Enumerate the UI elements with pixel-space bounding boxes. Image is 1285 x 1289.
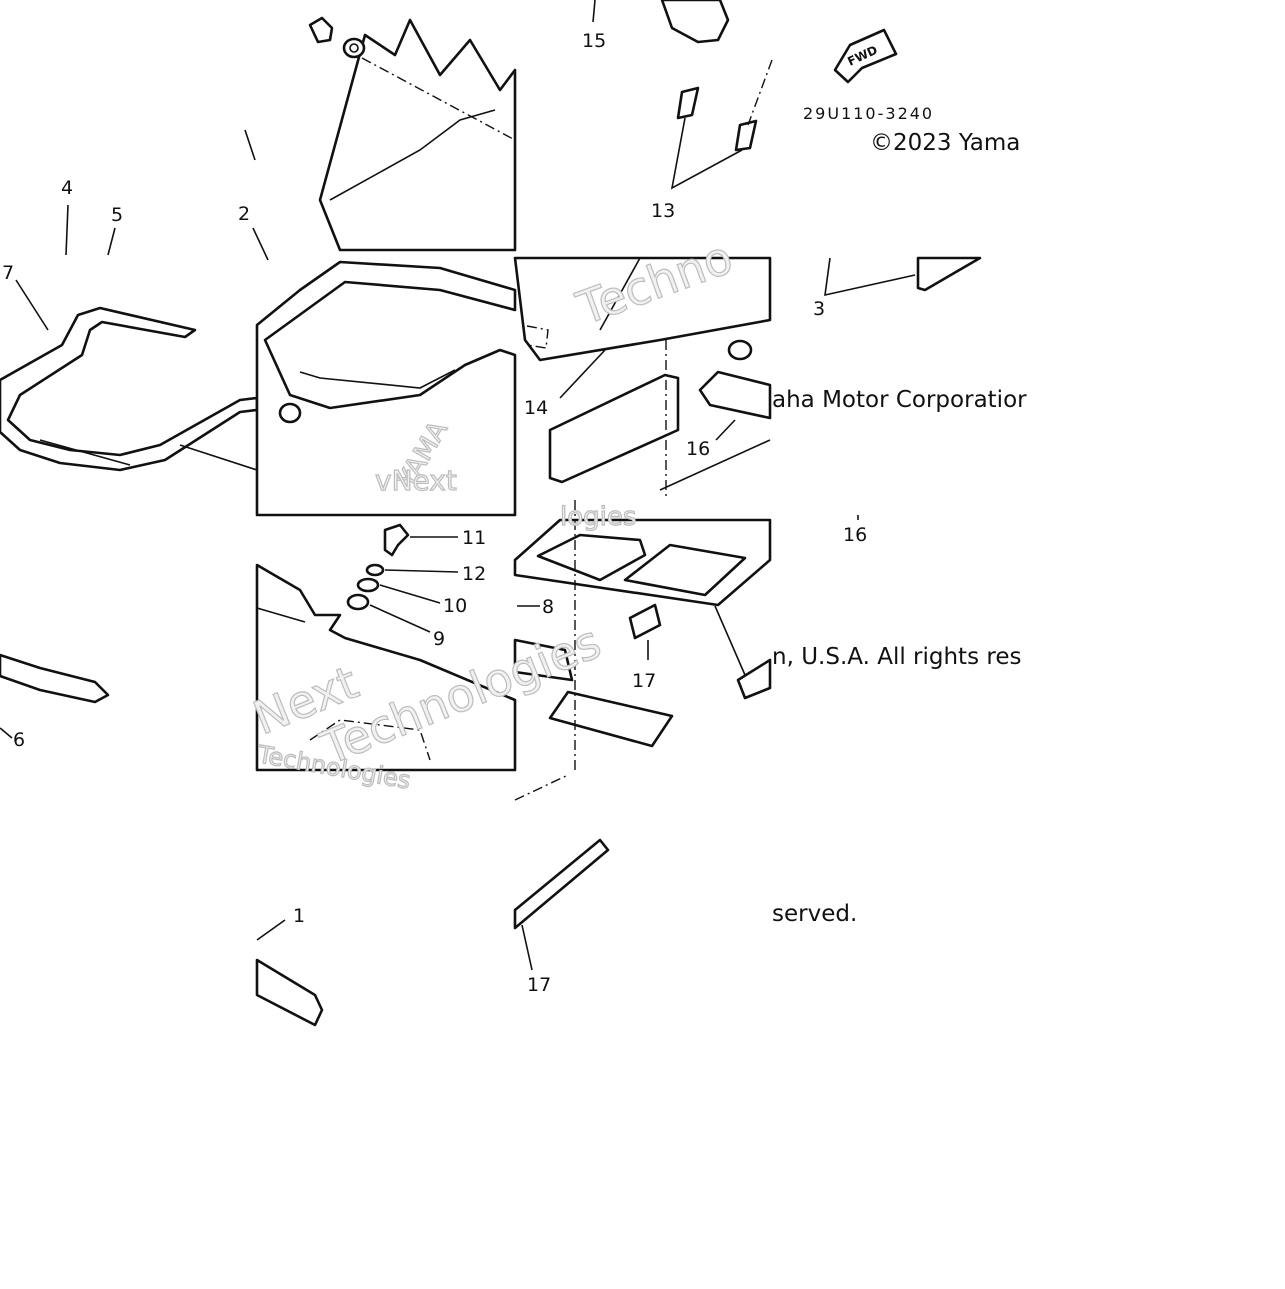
plate-part-16-right — [698, 339, 772, 420]
panel-part-8 — [513, 638, 674, 748]
callout-17: 17 — [527, 974, 551, 996]
copyright-line-3: n, U.S.A. All rights res — [772, 644, 1021, 670]
plate-part-16-left — [548, 373, 680, 484]
part-code: 29U110-3240 — [803, 104, 934, 123]
callout-12: 12 — [462, 563, 486, 585]
callout-13: 13 — [651, 200, 675, 222]
callout-6: 6 — [13, 729, 25, 751]
bracket-part-6 — [0, 653, 110, 704]
grip-rail-part-1 — [255, 919, 324, 1027]
callout-2: 2 — [238, 203, 250, 225]
svg-text:vNext: vNext — [375, 464, 457, 497]
callout-16: 16 — [686, 438, 710, 460]
lower-cowl — [255, 563, 517, 772]
frame-plate-part-16 — [513, 515, 859, 607]
washer-part-10 — [356, 577, 380, 593]
callout-14: 14 — [524, 397, 548, 419]
callout-3: 3 — [813, 298, 825, 320]
callout-9: 9 — [433, 628, 445, 650]
copyright-line-2: aha Motor Corporatior — [772, 387, 1027, 413]
callout-8: 8 — [542, 596, 554, 618]
callout-16: 16 — [843, 524, 867, 546]
callout-17: 17 — [632, 670, 656, 692]
seal-strip-part-7 — [0, 306, 259, 472]
bolt-part-upper — [308, 16, 366, 59]
svg-text:logies: logies — [560, 502, 636, 532]
washer-part-12 — [365, 563, 385, 577]
callout-5: 5 — [111, 204, 123, 226]
callout-10: 10 — [443, 595, 467, 617]
callout-15: 15 — [582, 30, 606, 52]
panel-part-3 — [824, 256, 982, 297]
grommet-part-9 — [346, 593, 370, 611]
bolt-part-11 — [383, 523, 410, 557]
cowl-body-part-2 — [244, 18, 517, 252]
rubber-part-13 — [670, 59, 773, 190]
strip-part-17-long — [513, 774, 610, 971]
strip-part-17-small — [628, 603, 772, 700]
cap-part-15 — [592, 0, 730, 44]
fwd-arrow-icon — [833, 28, 898, 84]
cowl-frame-part-2 — [252, 227, 517, 517]
copyright-line-1: ©2023 Yama — [870, 130, 1020, 156]
copyright-line-4: served. — [772, 901, 857, 927]
side-panel-part-14 — [513, 256, 772, 362]
callout-1: 1 — [293, 905, 305, 927]
callout-7: 7 — [2, 262, 14, 284]
callout-11: 11 — [462, 527, 486, 549]
callout-4: 4 — [61, 177, 73, 199]
